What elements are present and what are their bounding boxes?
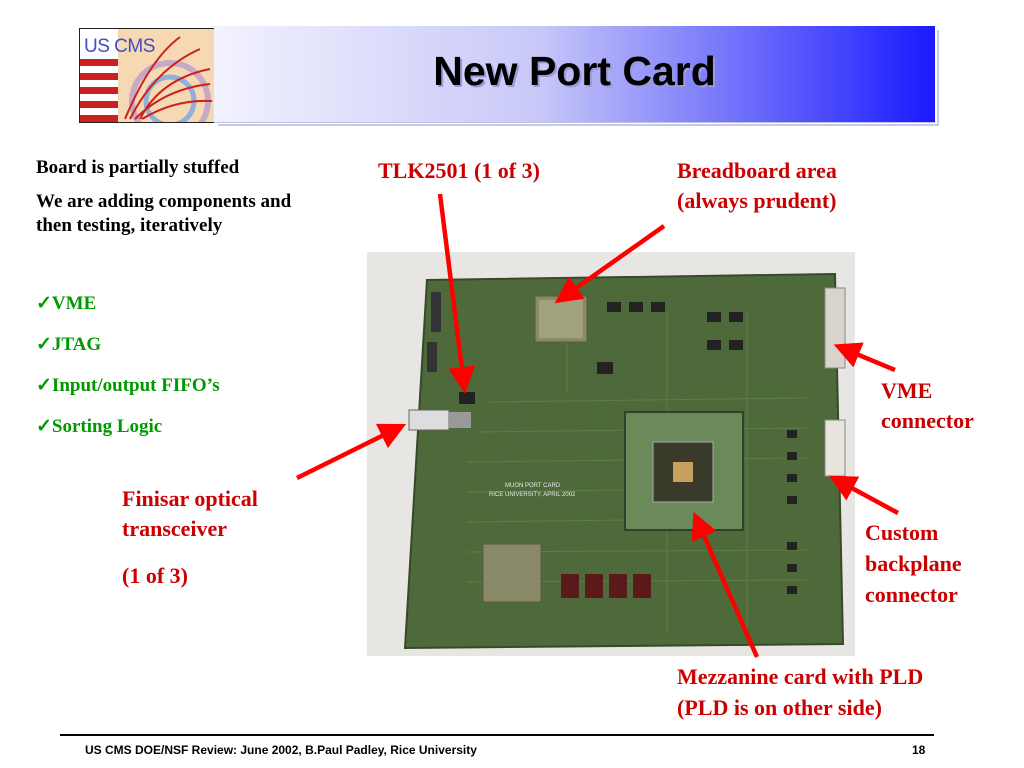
us-cms-logo: US CMS	[79, 28, 215, 123]
check-item: ✓VME	[36, 293, 97, 314]
check-item: ✓Sorting Logic	[36, 416, 163, 437]
label-breadboard-1: Breadboard area	[677, 158, 837, 183]
label-mezzanine-1: Mezzanine card with PLD	[677, 664, 924, 689]
title-bar: New Port Card	[214, 26, 939, 126]
label-mezzanine-2: (PLD is on other side)	[677, 695, 882, 720]
logo-text: US CMS	[84, 36, 155, 57]
label-breadboard-2: (always prudent)	[677, 188, 837, 213]
label-tlk2501: TLK2501 (1 of 3)	[378, 158, 540, 183]
footer-credit: US CMS DOE/NSF Review: June 2002, B.Paul…	[85, 743, 477, 757]
label-finisar-3: (1 of 3)	[122, 563, 188, 588]
us-cms-logo-graphic	[80, 29, 213, 122]
label-custom-2: backplane	[865, 551, 962, 576]
title-bar-shadow	[218, 30, 939, 126]
label-vme-2: connector	[881, 408, 974, 433]
page-number: 18	[912, 743, 926, 757]
slide-title: New Port Card	[433, 48, 716, 94]
bullet-partially-stuffed: Board is partially stuffed	[36, 157, 240, 178]
label-vme-1: VME	[881, 378, 933, 403]
silkscreen-line2: RICE UNIVERSITY, APRIL 2002	[489, 492, 576, 498]
board-photo: MUON PORT CARD RICE UNIVERSITY, APRIL 20…	[367, 252, 855, 656]
label-finisar-1: Finisar optical	[122, 486, 258, 511]
check-item: ✓Input/output FIFO’s	[36, 375, 220, 396]
check-item: ✓JTAG	[36, 334, 102, 355]
label-custom-3: connector	[865, 582, 958, 607]
footer-rule	[60, 734, 934, 736]
checklist: ✓VME ✓JTAG ✓Input/output FIFO’s ✓Sorting…	[36, 292, 220, 456]
silkscreen-line1: MUON PORT CARD	[505, 483, 561, 489]
label-finisar-2: transceiver	[122, 516, 228, 541]
label-custom-1: Custom	[865, 520, 939, 545]
bullet-adding-components: We are adding components and then testin…	[36, 191, 292, 236]
port-card-illustration: MUON PORT CARD RICE UNIVERSITY, APRIL 20…	[403, 272, 846, 650]
left-text-panel: Board is partially stuffed We are adding…	[36, 156, 306, 248]
